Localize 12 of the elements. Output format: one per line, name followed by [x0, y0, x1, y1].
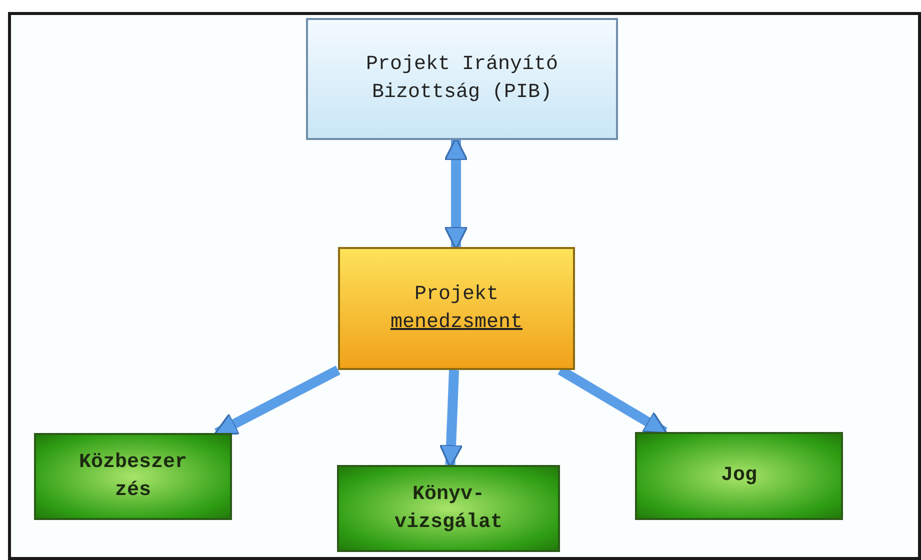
node-label: Könyv- vizsgálat [393, 482, 504, 536]
department-box [34, 433, 232, 520]
node-label: Projekt [414, 282, 498, 308]
committee-box [306, 18, 618, 140]
management-box [338, 247, 575, 370]
node-label: Projekt Irányító Bizottság (PIB) [364, 52, 560, 106]
department-box [635, 432, 843, 520]
arrow [214, 366, 340, 438]
node-label: Jog [720, 463, 757, 489]
node-label: Közbeszer zés [78, 450, 188, 504]
department-box [337, 465, 560, 552]
node-label: menedzsment [390, 310, 523, 336]
